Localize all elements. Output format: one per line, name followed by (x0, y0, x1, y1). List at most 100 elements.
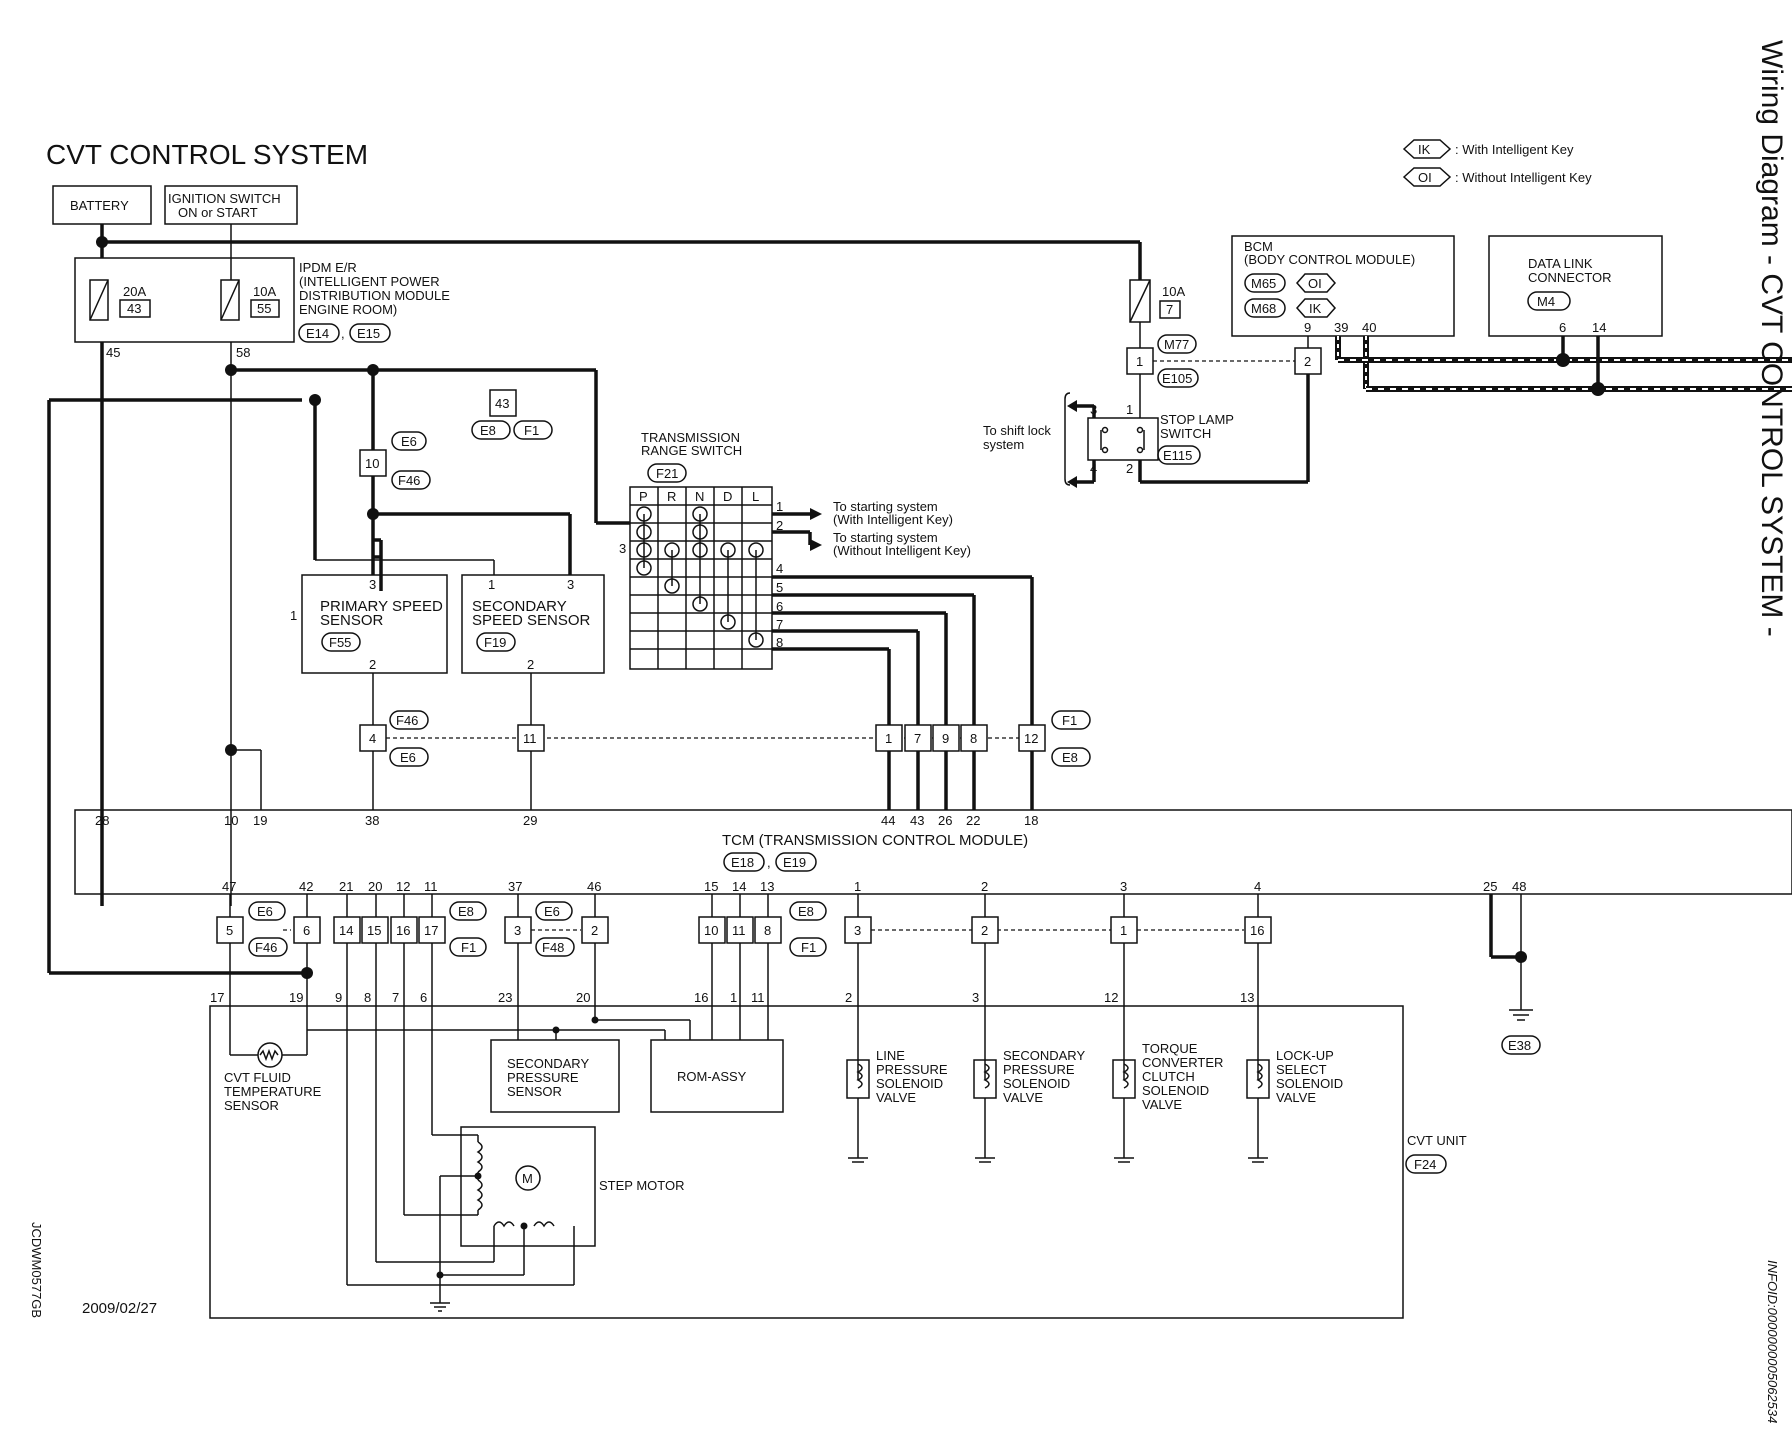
bcm-pin-9: 9 (1304, 320, 1311, 335)
power-wires (96, 224, 1142, 906)
trs-pin-1: 1 (776, 499, 783, 514)
g1-c1: E6 (257, 904, 273, 919)
stop-pin-2: 2 (1126, 461, 1133, 476)
low-pin-15: 15 (367, 923, 381, 938)
fluid-sensor-label-3: SENSOR (224, 1098, 279, 1113)
stop-fuse-rating: 10A (1162, 284, 1185, 299)
low-pin-8: 8 (764, 923, 771, 938)
sec-pressure-label-3: SENSOR (507, 1084, 562, 1099)
legend-ik-code: IK (1418, 142, 1431, 157)
fuse2-rating: 10A (253, 284, 276, 299)
mid-left-c2: E6 (400, 750, 416, 765)
mid-pin-7: 7 (914, 731, 921, 746)
date-stamp: 2009/02/27 (82, 1300, 157, 1317)
j43-pin: 43 (495, 396, 509, 411)
tcm-top-pin-22: 22 (966, 813, 980, 828)
battery-box (52, 185, 152, 225)
bcm-c2-tag-shape (1295, 298, 1337, 318)
cvt-pins: 17 19 9 8 7 6 23 20 16 1 11 2 3 12 13 (210, 990, 1254, 1005)
start-note-4: (Without Intelligent Key) (833, 543, 971, 558)
pss-connector-oval (321, 632, 361, 652)
ipdm-pin-45: 45 (106, 345, 120, 360)
fluid-sensor-label-2: TEMPERATURE (224, 1084, 322, 1099)
tcm-top-pin-19: 19 (253, 813, 267, 828)
tcm-bottom-pins: 47 42 21 20 12 11 37 46 15 14 13 1 2 3 4… (222, 879, 1526, 894)
tcm-bottom-pin-12: 12 (396, 879, 410, 894)
tcm-bottom-pin-37: 37 (508, 879, 522, 894)
dlc-label-1: DATA LINK (1528, 256, 1593, 271)
dlc-pin-6: 6 (1559, 320, 1566, 335)
sol3-l3: CLUTCH (1142, 1069, 1195, 1084)
bcm-label-1: BCM (1244, 239, 1273, 254)
trs-pin-7: 7 (776, 617, 783, 632)
pss-label-1: PRIMARY SPEED (320, 598, 443, 615)
low-pin-16: 16 (396, 923, 410, 938)
tcm-top-pin-44: 44 (881, 813, 895, 828)
g1-c2: F46 (255, 940, 277, 955)
low-pin-5: 5 (226, 923, 233, 938)
mid-right-c2-oval (1051, 747, 1091, 767)
trs-label-1: TRANSMISSION (641, 430, 740, 445)
ipdm-connector-2: E15 (357, 326, 380, 341)
bcm-c2-oval (1244, 298, 1286, 318)
can-bus-lines (1335, 336, 1792, 396)
sec-pressure-label-1: SECONDARY (507, 1056, 589, 1071)
sss-label-1: SECONDARY (472, 598, 567, 615)
low-pin-3: 3 (514, 923, 521, 938)
e105-pin: 2 (1304, 354, 1311, 369)
low-pin-2: 2 (591, 923, 598, 938)
side-title: Wiring Diagram - CVT CONTROL SYSTEM - (1755, 40, 1788, 637)
stop-fuse-number: 7 (1166, 302, 1173, 317)
sol3-l5: VALVE (1142, 1097, 1182, 1112)
tcm-bottom-pin-46: 46 (587, 879, 601, 894)
bcm-c1-tag: OI (1308, 276, 1322, 291)
cvt-pin-23: 23 (498, 990, 512, 1005)
tcm-bottom-pin-42: 42 (299, 879, 313, 894)
cvt-pin-3: 3 (972, 990, 979, 1005)
bcm-box (1231, 235, 1455, 337)
mid-pin-11: 11 (523, 731, 537, 746)
cvt-pin-9: 9 (335, 990, 342, 1005)
sss-connector: F19 (484, 635, 506, 650)
stop-pin-1: 1 (1126, 402, 1133, 417)
tcm-connector-2: E19 (783, 855, 806, 870)
bcm-c2: M68 (1251, 301, 1276, 316)
sol-pin-1: 1 (1120, 923, 1127, 938)
fuse2-number: 55 (257, 301, 271, 316)
trs-in-pin: 3 (619, 541, 626, 556)
g2-c2: F1 (461, 940, 476, 955)
ground-e38 (1501, 1009, 1541, 1055)
cvt-pin-17: 17 (210, 990, 224, 1005)
bcm-pin-39: 39 (1334, 320, 1348, 335)
info-id: INFOID:0000000005062534 (1765, 1260, 1780, 1423)
sol4-l2: SELECT (1276, 1062, 1327, 1077)
ipdm-label-1: IPDM E/R (299, 260, 357, 275)
sss-pin-2: 2 (527, 657, 534, 672)
mid-pin-1: 1 (885, 731, 892, 746)
sol2-l4: VALVE (1003, 1090, 1043, 1105)
mid-pin-4: 4 (369, 731, 376, 746)
fuse2-number-box (250, 299, 280, 318)
j43-c1: E8 (480, 423, 496, 438)
g3-c1: E6 (544, 904, 560, 919)
data-link-connector-box (1488, 235, 1663, 337)
sol1-l3: SOLENOID (876, 1076, 943, 1091)
cvt-connector-oval (1405, 1154, 1447, 1174)
trs-pin-5: 5 (776, 580, 783, 595)
pss-connector: F55 (329, 635, 351, 650)
sol3-l1: TORQUE (1142, 1041, 1198, 1056)
m77-pin: 1 (1136, 354, 1143, 369)
stop-pin-3: 3 (1090, 402, 1097, 417)
mid-right-c1: F1 (1062, 713, 1077, 728)
sol1-l4: VALVE (876, 1090, 916, 1105)
tcm-bottom-pin-1: 1 (854, 879, 861, 894)
ipdm-connector-e15 (349, 323, 391, 343)
tcm-top-pins: 28 10 19 38 29 44 43 26 22 18 (95, 813, 1038, 828)
ipdm-label-4: ENGINE ROOM) (299, 302, 397, 317)
sol1-l2: PRESSURE (876, 1062, 948, 1077)
ipdm-label-2: (INTELLIGENT POWER (299, 274, 440, 289)
solenoid-valves (846, 1059, 1270, 1163)
trs-col-l: L (752, 489, 759, 504)
tcm-bottom-pin-20: 20 (368, 879, 382, 894)
battery-label: BATTERY (70, 198, 129, 213)
